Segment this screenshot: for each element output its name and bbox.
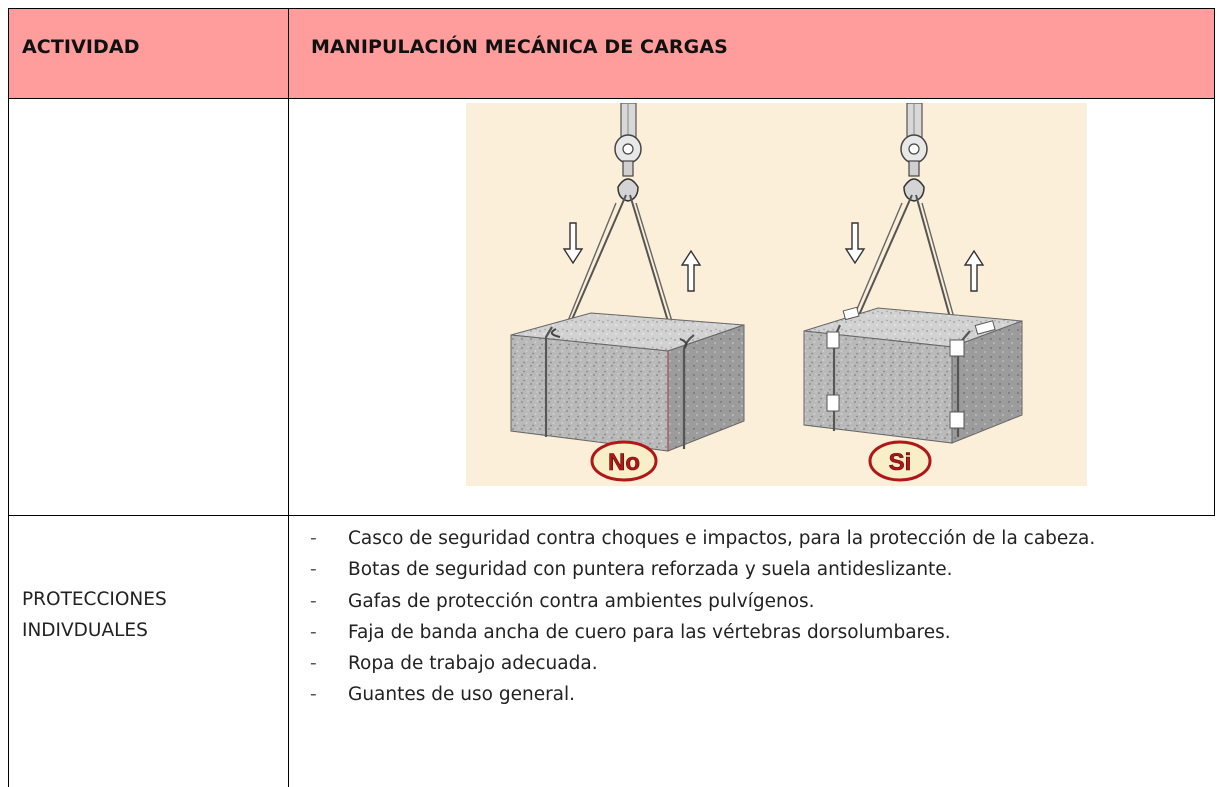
crane-hook-right [900,103,928,202]
list-item: - Guantes de uso general. [304,679,1204,710]
table-border-left [8,8,9,787]
table-row-divider-header [8,98,1215,99]
list-item-text: Faja de banda ancha de cuero para las vé… [348,621,951,643]
arrow-down-left [562,222,584,265]
load-slinging-illustration: No [466,103,1087,486]
list-item: - Gafas de protección contra ambientes p… [304,586,1204,617]
list-bullet: - [310,621,317,643]
header-activity-title: MANIPULACIÓN MECÁNICA DE CARGAS [311,36,728,58]
crane-hook-left [614,103,642,202]
table-column-divider [288,8,289,787]
table-header-row: ACTIVIDAD MANIPULACIÓN MECÁNICA DE CARGA… [8,8,1214,98]
list-bullet: - [310,528,317,549]
header-activity-label: ACTIVIDAD [22,36,140,58]
table-border-top [8,8,1215,9]
list-item: - Casco de seguridad contra choques e im… [304,523,1204,554]
no-label-text: No [608,449,640,476]
arrow-up-right [963,249,985,292]
list-item: - Ropa de trabajo adecuada. [304,648,1204,679]
arrow-down-right [844,222,866,265]
protections-list: - Casco de seguridad contra choques e im… [304,523,1204,711]
list-item-text: Ropa de trabajo adecuada. [348,653,598,675]
load-slinging-svg: No [510,103,1023,482]
protections-label-line1: PROTECCIONES [22,589,167,610]
list-bullet: - [310,559,317,581]
concrete-block-left [510,312,745,452]
si-label-badge: Si [868,440,932,482]
protections-label: PROTECCIONES INDIVDUALES [22,584,167,646]
list-item-text: Guantes de uso general. [348,684,576,706]
arrow-up-left [680,249,702,292]
list-item-text: Botas de seguridad con puntera reforzada… [348,559,953,581]
list-bullet: - [310,653,317,675]
no-label-badge: No [590,440,658,482]
protections-label-line2: INDIVDUALES [22,620,148,641]
si-label-text: Si [889,449,912,476]
list-item-text: Gafas de protección contra ambientes pul… [348,590,815,612]
list-item: - Faja de banda ancha de cuero para las … [304,617,1204,648]
table-row-divider-figure [8,515,1215,516]
list-bullet: - [310,684,317,706]
concrete-block-right [803,306,1023,444]
list-bullet: - [310,590,317,612]
list-item-text: Casco de seguridad contra choques e impa… [348,528,1096,549]
list-item: - Botas de seguridad con puntera reforza… [304,554,1204,585]
corner-protectors [826,306,996,429]
table-border-right [1214,8,1215,516]
